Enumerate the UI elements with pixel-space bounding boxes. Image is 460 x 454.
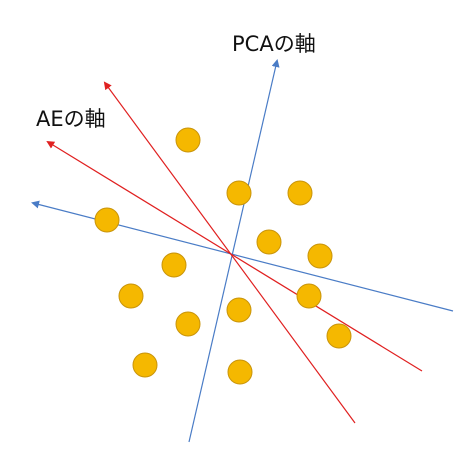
data-point xyxy=(226,297,252,323)
data-point xyxy=(296,283,322,309)
data-point xyxy=(175,311,201,337)
data-point xyxy=(118,283,144,309)
ae-axis-label: AEの軸 xyxy=(36,107,106,131)
pca-axis-primary xyxy=(188,59,280,443)
data-point xyxy=(226,180,252,206)
pca-axis-label: PCAの軸 xyxy=(232,32,316,56)
data-point xyxy=(307,243,333,269)
data-point xyxy=(132,352,158,378)
ae-axis-secondary xyxy=(46,140,423,372)
data-point xyxy=(287,180,313,206)
data-point xyxy=(161,252,187,278)
data-point xyxy=(326,323,352,349)
data-point xyxy=(227,359,253,385)
data-point xyxy=(175,127,201,153)
data-point xyxy=(94,207,120,233)
data-points xyxy=(94,127,352,385)
data-point xyxy=(256,229,282,255)
